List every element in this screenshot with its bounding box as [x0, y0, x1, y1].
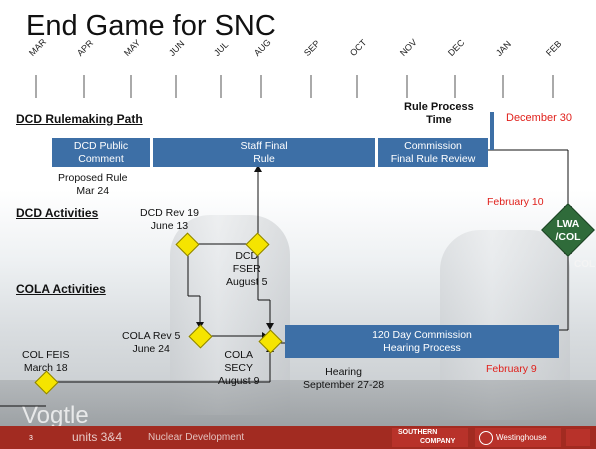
label-line: COLA [224, 349, 254, 361]
vogtle-logo: Vogtle [22, 402, 89, 429]
hearing-label: Hearing September 27-28 [303, 366, 384, 392]
rule-process-line2: Time [426, 114, 452, 126]
label-line: SECY [224, 362, 254, 374]
footer-bar: 3 units 3&4 Nuclear Development SOUTHERN… [0, 426, 596, 449]
ground-area [0, 380, 596, 426]
box-line: Rule [253, 152, 275, 165]
label-line: June 24 [132, 343, 170, 355]
arrowhead-fser [254, 165, 262, 172]
label-line: September 27-28 [303, 379, 385, 391]
label-line: DCD Rev 19 [140, 207, 199, 219]
dcd-fser-label: DCD FSER August 5 [226, 250, 267, 289]
westinghouse-logo: Westinghouse [475, 428, 561, 447]
label-line: COL FEIS [22, 349, 70, 361]
section-dcd-activities: DCD Activities [16, 206, 99, 220]
proposed-rule-label: Proposed Rule Mar 24 [58, 172, 127, 198]
logo-line: SOUTHERN [398, 429, 438, 436]
logo-line: COMPANY [420, 438, 456, 445]
box-line: Staff Final [240, 139, 288, 152]
label-line: March 18 [23, 362, 68, 374]
label-line: /COL [555, 231, 581, 243]
label-line: Mar 24 [76, 185, 110, 197]
box-line: Commission [404, 139, 462, 152]
rule-process-time-label: Rule Process Time [404, 101, 474, 127]
lwa-col-text: LWA /COL [541, 218, 595, 244]
col-feis-label: COL FEIS March 18 [22, 349, 69, 375]
section-cola-activities: COLA Activities [16, 282, 106, 296]
rule-process-line1: Rule Process [404, 101, 474, 113]
page-number: 3 [29, 435, 33, 442]
col-faded-label: COL [574, 259, 596, 270]
dcd-rev-label: DCD Rev 19 June 13 [140, 207, 199, 233]
box-line: Comment [78, 152, 124, 165]
southern-company-logo: SOUTHERN COMPANY [392, 428, 468, 447]
cola-secy-label: COLA SECY August 9 [218, 349, 259, 388]
label-line: June 13 [150, 220, 189, 232]
box-line: DCD Public [73, 139, 129, 152]
hearing-process-box: 120 Day Commission Hearing Process [285, 325, 559, 358]
label-line: August 9 [218, 375, 260, 387]
label-line: Hearing [325, 366, 362, 378]
feb9-label: February 9 [486, 363, 537, 375]
box-line: Final Rule Review [390, 152, 476, 165]
dept-label: Nuclear Development [148, 432, 245, 443]
section-dcd-rulemaking: DCD Rulemaking Path [16, 112, 143, 126]
westinghouse-icon [479, 430, 493, 445]
arrowhead-secy-top [266, 323, 274, 330]
commission-review-box: Commission Final Rule Review [378, 138, 488, 167]
label-line: Proposed Rule [58, 172, 128, 184]
box-line: Hearing Process [383, 341, 461, 354]
label-line: LWA [556, 218, 580, 230]
box-line: 120 Day Commission [372, 328, 472, 341]
label-line: DCD [235, 250, 259, 262]
label-line: COLA Rev 5 [122, 330, 181, 342]
westinghouse-text: Westinghouse [496, 433, 547, 442]
units-label: units 3&4 [72, 430, 123, 444]
lwa-col-milestone: LWA /COL [541, 203, 595, 257]
label-line: FSER [232, 263, 261, 275]
dcd-public-comment-box: DCD Public Comment [52, 138, 150, 167]
feb10-label: February 10 [487, 196, 544, 208]
staff-final-rule-box: Staff Final Rule [153, 138, 375, 167]
label-line: August 5 [226, 276, 268, 288]
shaw-logo-icon [566, 429, 590, 446]
cola-rev-label: COLA Rev 5 June 24 [122, 330, 180, 356]
page-title: End Game for SNC [26, 10, 276, 42]
december-date: December 30 [506, 112, 573, 124]
